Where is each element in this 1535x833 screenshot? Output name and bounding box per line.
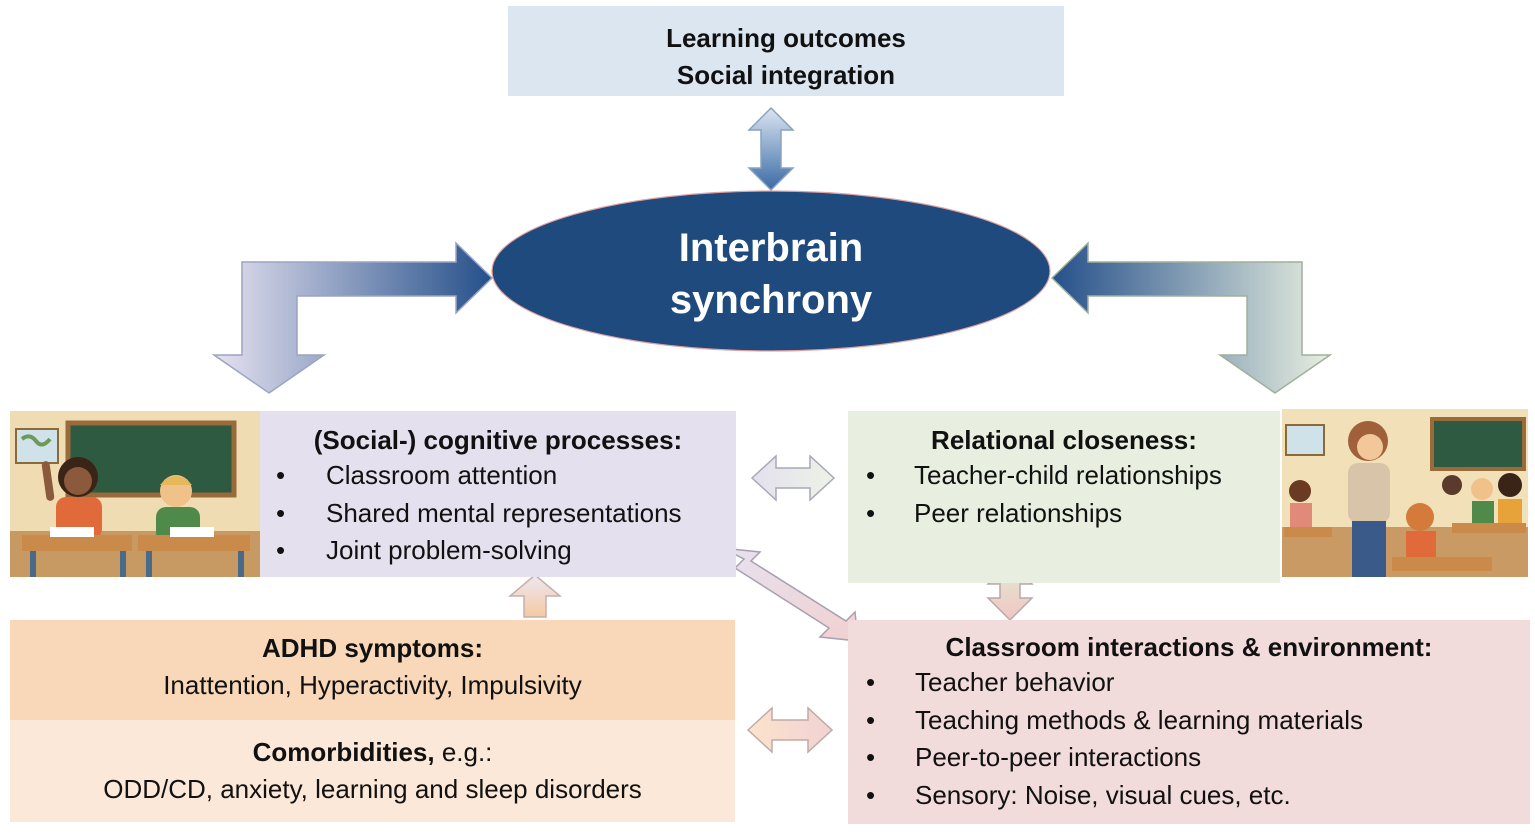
bullet-icon: • bbox=[866, 779, 876, 810]
comorbid-title-row: Comorbidities, e.g.: bbox=[10, 734, 735, 771]
list-item: •Peer relationships bbox=[866, 495, 1280, 533]
classroom-title: Classroom interactions & environment: bbox=[945, 632, 1433, 662]
comorbidities-box: Comorbidities, e.g.: ODD/CD, anxiety, le… bbox=[10, 720, 735, 822]
adhd-title: ADHD symptoms: bbox=[261, 633, 484, 663]
adhd-to-cognitive-arrow bbox=[507, 574, 563, 618]
vertical-double-arrow bbox=[747, 106, 795, 192]
list-item: •Teacher behavior bbox=[866, 664, 1530, 702]
classroom-list: •Teacher behavior •Teaching methods & le… bbox=[866, 664, 1530, 814]
comorbid-title-suffix: e.g.: bbox=[434, 737, 493, 767]
list-item: •Joint problem-solving bbox=[276, 532, 736, 570]
relational-list: •Teacher-child relationships •Peer relat… bbox=[866, 457, 1280, 532]
outcomes-line1: Learning outcomes bbox=[666, 23, 906, 53]
interbrain-label: Interbrain synchrony bbox=[560, 222, 982, 326]
bullet-icon: • bbox=[276, 460, 286, 490]
bullet-icon: • bbox=[276, 497, 286, 528]
interbrain-line1: Interbrain bbox=[678, 226, 864, 270]
bullet-icon: • bbox=[866, 667, 876, 697]
outcomes-line2: Social integration bbox=[676, 60, 896, 90]
bullet-icon: • bbox=[866, 704, 876, 735]
comorbid-title: Comorbidities, bbox=[252, 737, 435, 767]
list-item: •Teaching methods & learning materials bbox=[866, 702, 1530, 740]
cognitive-relational-arrow bbox=[750, 454, 836, 502]
classroom-illustration-left bbox=[10, 411, 260, 577]
relational-title: Relational closeness: bbox=[931, 425, 1197, 455]
classroom-interactions-box: Classroom interactions & environment: •T… bbox=[848, 620, 1530, 824]
interbrain-line2: synchrony bbox=[669, 278, 873, 322]
comorbid-text: ODD/CD, anxiety, learning and sleep diso… bbox=[103, 774, 642, 804]
list-item: •Shared mental representations bbox=[276, 495, 736, 533]
list-item: •Classroom attention bbox=[276, 457, 736, 495]
symptoms-classroom-arrow bbox=[746, 706, 834, 754]
relational-closeness-box: Relational closeness: •Teacher-child rel… bbox=[848, 411, 1280, 583]
left-bent-arrow bbox=[211, 241, 494, 394]
bullet-icon: • bbox=[866, 742, 876, 772]
diagonal-double-arrow bbox=[721, 547, 859, 642]
list-item: •Sensory: Noise, visual cues, etc. bbox=[866, 777, 1530, 815]
adhd-symptoms-box: ADHD symptoms: Inattention, Hyperactivit… bbox=[10, 620, 735, 720]
cognitive-list: •Classroom attention •Shared mental repr… bbox=[276, 457, 736, 570]
classroom-illustration-right bbox=[1282, 409, 1528, 577]
right-bent-arrow bbox=[1050, 241, 1333, 394]
outcomes-box: Learning outcomes Social integration bbox=[508, 6, 1064, 96]
list-item: •Teacher-child relationships bbox=[866, 457, 1280, 495]
bullet-icon: • bbox=[866, 497, 876, 528]
interbrain-ellipse bbox=[491, 190, 1051, 352]
bullet-icon: • bbox=[276, 535, 286, 565]
bullet-icon: • bbox=[866, 460, 876, 490]
cognitive-processes-box: (Social-) cognitive processes: •Classroo… bbox=[260, 411, 736, 577]
list-item: •Peer-to-peer interactions bbox=[866, 739, 1530, 777]
cognitive-title: (Social-) cognitive processes: bbox=[313, 425, 683, 455]
adhd-text: Inattention, Hyperactivity, Impulsivity bbox=[163, 670, 582, 700]
